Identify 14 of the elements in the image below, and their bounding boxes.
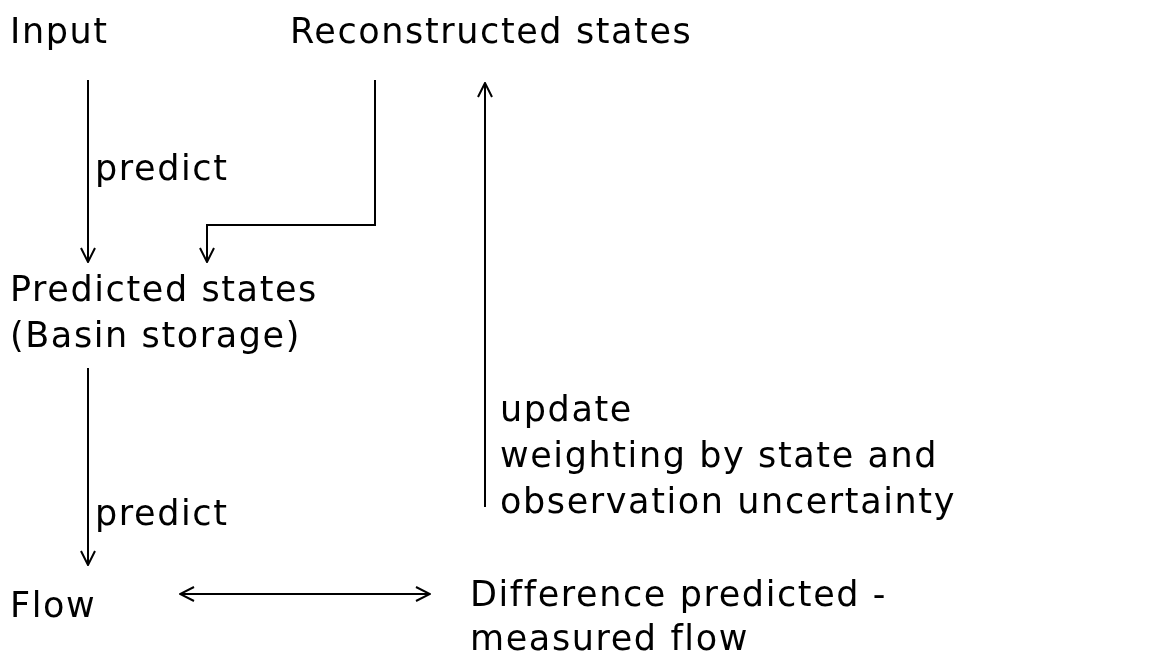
node-label: Difference predicted - measured flow <box>470 573 889 660</box>
arrow <box>179 586 431 602</box>
node-label: Reconstructed states <box>290 10 693 53</box>
arrow <box>199 79 376 263</box>
edge-label: update <box>500 388 633 431</box>
arrow <box>80 367 96 566</box>
edge-label: predict <box>95 147 229 190</box>
arrow <box>477 82 493 508</box>
arrow <box>80 79 96 263</box>
node-label: Input <box>10 10 109 53</box>
node-label: Predicted states (Basin storage) <box>10 268 319 357</box>
note-text: weighting by state and observation uncertainty <box>500 434 957 523</box>
node-label: Flow <box>10 584 97 627</box>
edge-label: predict <box>95 492 229 535</box>
